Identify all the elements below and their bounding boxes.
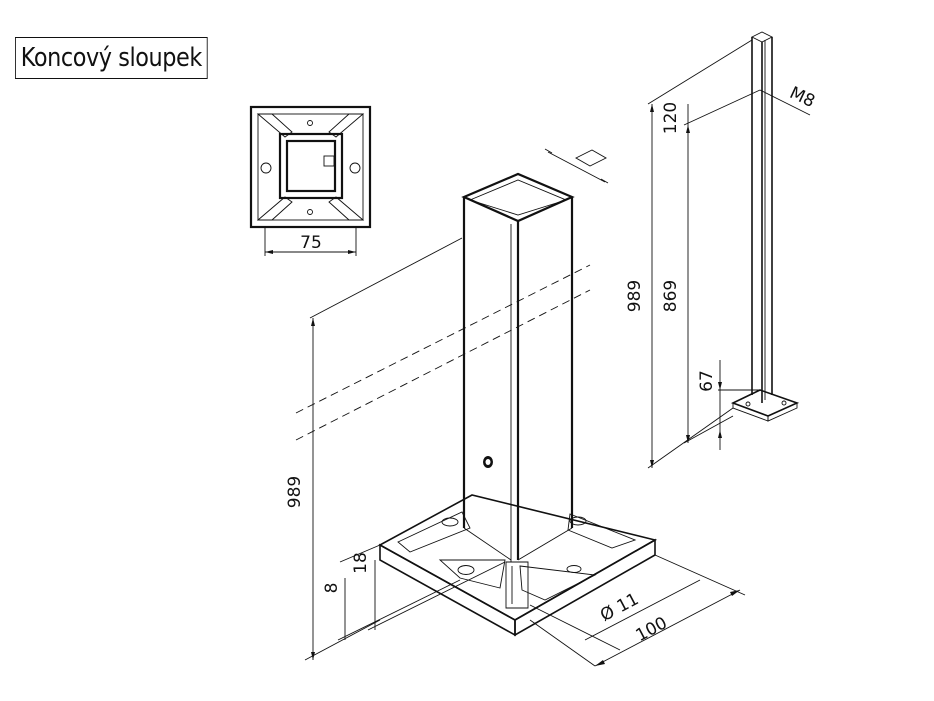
thread-label: M8 [786,83,818,112]
small-top-dim-label: 120 [661,102,681,134]
top-view [249,105,372,256]
base-width-label: 100 [633,613,671,646]
small-post-height-label: 869 [661,280,681,312]
top-view-width-label: 75 [300,233,322,253]
hole-diameter-label: Ø 11 [597,589,642,626]
dim-8-label: 8 [322,583,342,594]
dim-18-label: 18 [351,552,371,574]
small-total-height-label: 989 [625,280,645,312]
main-height-label: 989 [285,476,305,508]
main-view [295,148,746,667]
small-view [647,31,811,469]
small-bottom-dim-label: 67 [697,370,717,392]
drawing-title: Koncový sloupek [15,37,208,79]
